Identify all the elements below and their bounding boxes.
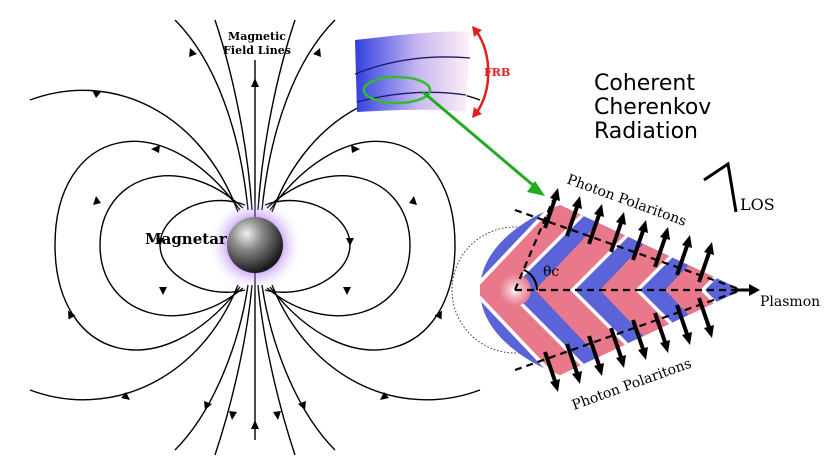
photon-polaritons-bottom-label: Photon Polaritons <box>570 356 694 414</box>
frb-emission-patch <box>354 31 471 112</box>
frb-label: FRB <box>484 66 510 79</box>
frb-arrow <box>475 31 490 113</box>
title-line-3: Radiation <box>594 119 698 144</box>
title-line-2: Cherenkov <box>594 95 711 120</box>
cherenkov-angle-label: θc <box>543 264 559 280</box>
magnetic-field-lines <box>29 19 481 456</box>
eye-symbol-icon <box>703 161 738 213</box>
magnetar-star <box>207 197 303 293</box>
field-line-arrowheads <box>68 48 442 429</box>
magnetar-label: Magnetar <box>145 230 228 248</box>
los-label: LOS <box>740 195 775 214</box>
plasmon-label: Plasmon <box>760 294 820 310</box>
cherenkov-cone: θc <box>451 199 760 375</box>
title-line-1: Coherent <box>594 71 695 96</box>
field-lines-label-line2: Field Lines <box>223 44 291 57</box>
photon-polariton-arrows-top <box>543 188 714 283</box>
zoom-region-ellipse <box>362 75 432 105</box>
field-lines-label-line1: Magnetic <box>228 30 286 43</box>
photon-polariton-arrows-bottom <box>543 297 714 392</box>
zoom-arrow <box>422 90 545 196</box>
